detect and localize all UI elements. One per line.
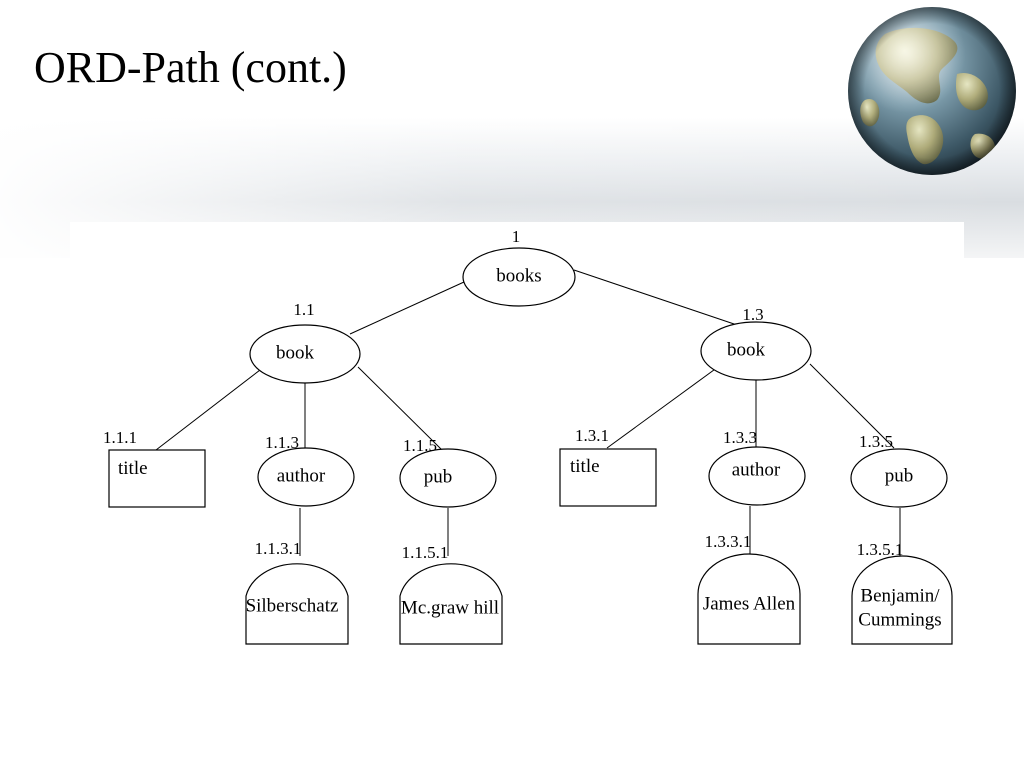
tree-node-book-1-3: book 1.3 bbox=[700, 305, 812, 381]
tree-node-value-1-3-5-1: Benjamin/ Cummings 1.3.5.1 bbox=[851, 540, 953, 645]
node-label: Silberschatz bbox=[246, 595, 339, 616]
node-label: Mc.graw hill bbox=[401, 597, 499, 618]
ordpath-label: 1.1.3 bbox=[265, 433, 299, 452]
edge-books-book3 bbox=[573, 269, 741, 327]
edge-book1-title bbox=[155, 369, 261, 451]
tree-node-pub-1-3-5: pub 1.3.5 bbox=[850, 432, 948, 508]
edge-book1-pub bbox=[357, 366, 443, 451]
tree-node-value-1-1-3-1: Silberschatz 1.1.3.1 bbox=[245, 539, 349, 645]
tree-node-title-1-1-1: title 1.1.1 bbox=[103, 428, 206, 508]
edge-books-book1 bbox=[349, 281, 465, 335]
slide-title: ORD-Path (cont.) bbox=[34, 43, 347, 92]
node-label: title bbox=[570, 456, 600, 477]
earth-globe-icon bbox=[848, 7, 1016, 175]
node-label: title bbox=[118, 458, 148, 479]
node-label: book bbox=[276, 342, 315, 363]
tree-node-author-1-3-3: author 1.3.3 bbox=[708, 428, 806, 506]
tree-node-books: books 1 bbox=[462, 227, 576, 307]
ordpath-label: 1.3.1 bbox=[575, 426, 609, 445]
node-label-line2: Cummings bbox=[858, 609, 941, 630]
node-label: pub bbox=[885, 465, 914, 486]
ordpath-label: 1.1 bbox=[293, 300, 314, 319]
ordpath-label: 1.1.1 bbox=[103, 428, 137, 447]
ordpath-label: 1.3.5.1 bbox=[857, 540, 904, 559]
tree-node-value-1-3-3-1: James Allen 1.3.3.1 bbox=[697, 532, 801, 645]
tree-node-value-1-1-5-1: Mc.graw hill 1.1.5.1 bbox=[399, 543, 503, 645]
ordpath-label: 1.3.3 bbox=[723, 428, 757, 447]
tree-svg: books 1 book 1.1 book 1.3 title 1.1.1 bbox=[103, 227, 953, 645]
ordpath-tree-diagram: books 1 book 1.1 book 1.3 title 1.1.1 bbox=[70, 222, 964, 652]
tree-node-pub-1-1-5: pub 1.1.5 bbox=[399, 436, 497, 508]
node-label: pub bbox=[424, 466, 453, 487]
ordpath-label: 1 bbox=[512, 227, 521, 246]
node-label: books bbox=[496, 265, 541, 286]
node-label: Benjamin/ bbox=[860, 585, 940, 606]
tree-node-author-1-1-3: author 1.1.3 bbox=[257, 433, 355, 507]
tree-node-title-1-3-1: title 1.3.1 bbox=[559, 426, 657, 507]
tree-node-book-1-1: book 1.1 bbox=[249, 300, 361, 384]
ordpath-label: 1.3 bbox=[742, 305, 763, 324]
edge-book3-pub bbox=[809, 363, 895, 449]
ordpath-label: 1.3.5 bbox=[859, 432, 893, 451]
ordpath-label: 1.1.5 bbox=[403, 436, 437, 455]
node-label: James Allen bbox=[703, 593, 796, 614]
ordpath-label: 1.3.3.1 bbox=[705, 532, 752, 551]
node-label: author bbox=[277, 465, 326, 486]
ordpath-label: 1.1.5.1 bbox=[402, 543, 449, 562]
ordpath-label: 1.1.3.1 bbox=[255, 539, 302, 558]
node-label: book bbox=[727, 339, 766, 360]
edge-book3-title bbox=[606, 366, 719, 449]
node-label: author bbox=[732, 459, 781, 480]
